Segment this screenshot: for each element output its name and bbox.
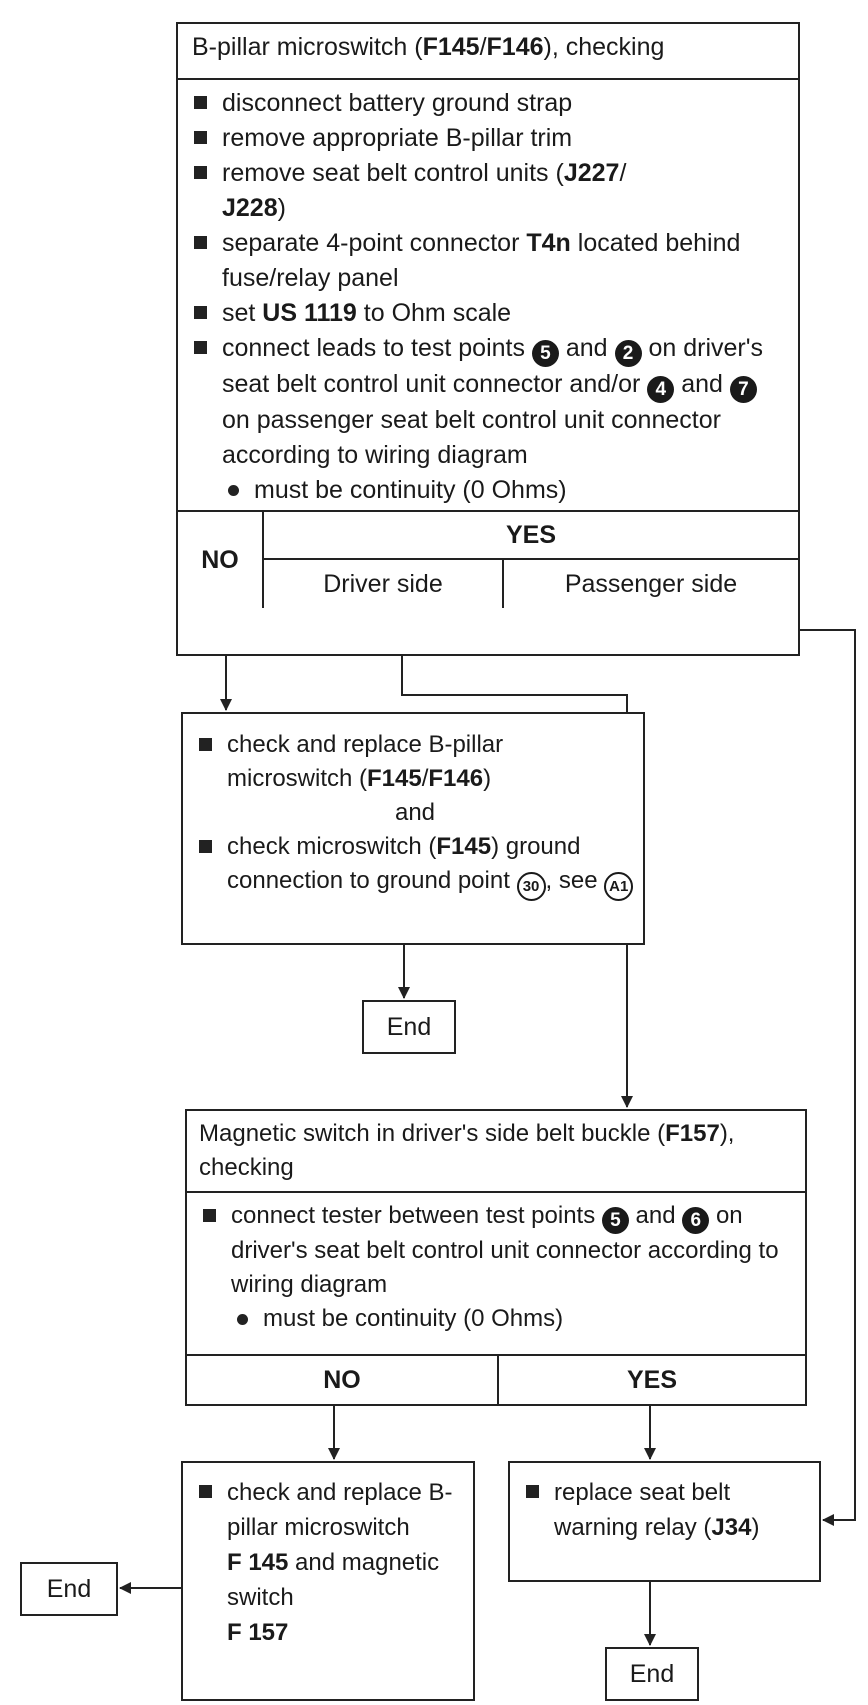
magnetic-switch-check-box: Magnetic switch in driver's side belt bu… (185, 1109, 807, 1406)
bpillar-yes-label: YES (264, 512, 798, 560)
bullet-dot (237, 1314, 248, 1325)
bpillar-check-box: B-pillar microswitch (F145/F146), checki… (176, 22, 800, 656)
driver-side-label: Driver side (264, 560, 504, 608)
bullet-square (199, 840, 212, 853)
bullet-square (526, 1485, 539, 1498)
step-disconnect-battery: disconnect battery ground strap (190, 86, 786, 121)
magnetic-yes-label: YES (626, 1365, 678, 1394)
and-connector: and (394, 799, 436, 826)
step-replace-relay: replace seat belt warning relay (J34) (522, 1475, 807, 1545)
bpillar-check-title: B-pillar microswitch (F145/F146), checki… (178, 24, 798, 80)
bullet-square (203, 1209, 216, 1222)
replace-relay-steps: replace seat belt warning relay (J34) (510, 1471, 819, 1549)
passenger-side-label: Passenger side (564, 569, 738, 598)
step-connect-leads: connect leads to test points 5 and 2 on … (190, 331, 786, 473)
bullet-square (194, 131, 207, 144)
bullet-square (194, 341, 207, 354)
replace-microswitch-steps: check and replace B-pillar microswitch (… (183, 724, 643, 905)
test-point-badge: 6 (682, 1207, 710, 1234)
end-box-1: End (362, 1000, 456, 1054)
magnetic-decision-row: NO YES (187, 1354, 805, 1404)
reference-badge: A1 (604, 872, 634, 901)
test-point-badge: 4 (647, 376, 675, 403)
step-remove-trim: remove appropriate B-pillar trim (190, 121, 786, 156)
step-remove-control-units: remove seat belt control units (J227/J22… (190, 156, 786, 226)
end-box-3: End (605, 1647, 699, 1701)
step-replace-microswitch: check and replace B-pillar microswitch (… (195, 728, 635, 796)
bullet-square (194, 166, 207, 179)
arrow-passenger-to-replace-relay (800, 629, 856, 1526)
ground-point-badge: 30 (516, 872, 546, 901)
step-separate-connector: separate 4-point connector T4n located b… (190, 226, 786, 296)
bullet-square (199, 738, 212, 751)
bullet-square (199, 1485, 212, 1498)
magnetic-switch-title: Magnetic switch in driver's side belt bu… (187, 1111, 805, 1193)
bullet-square (194, 306, 207, 319)
magnetic-switch-steps: connect tester between test points 5 and… (187, 1195, 805, 1340)
expected-continuity: must be continuity (0 Ohms) (190, 473, 786, 508)
test-point-badge: 5 (601, 1207, 629, 1234)
step-connect-tester: connect tester between test points 5 and… (199, 1199, 793, 1302)
replace-relay-box: replace seat belt warning relay (J34) (508, 1461, 821, 1582)
expected-continuity-2: must be continuity (0 Ohms) (199, 1302, 793, 1336)
magnetic-no-label: NO (187, 1356, 499, 1404)
replace-microswitch-box: check and replace B-pillar microswitch (… (181, 712, 645, 945)
bpillar-decision-row: NO YES Driver side Passenger side (178, 510, 798, 654)
test-point-badge: 5 (531, 340, 559, 367)
test-point-badge: 7 (729, 376, 757, 403)
bullet-square (194, 96, 207, 109)
test-point-badge: 2 (614, 340, 642, 367)
bullet-dot (228, 485, 239, 496)
step-check-ground: check microswitch (F145) ground connecti… (195, 830, 635, 901)
end-box-2: End (20, 1562, 118, 1616)
step-set-ohm-scale: set US 1119 to Ohm scale (190, 296, 786, 331)
bpillar-no-label: NO (178, 512, 264, 608)
bpillar-check-steps: disconnect battery ground strap remove a… (178, 82, 798, 512)
bullet-square (194, 236, 207, 249)
